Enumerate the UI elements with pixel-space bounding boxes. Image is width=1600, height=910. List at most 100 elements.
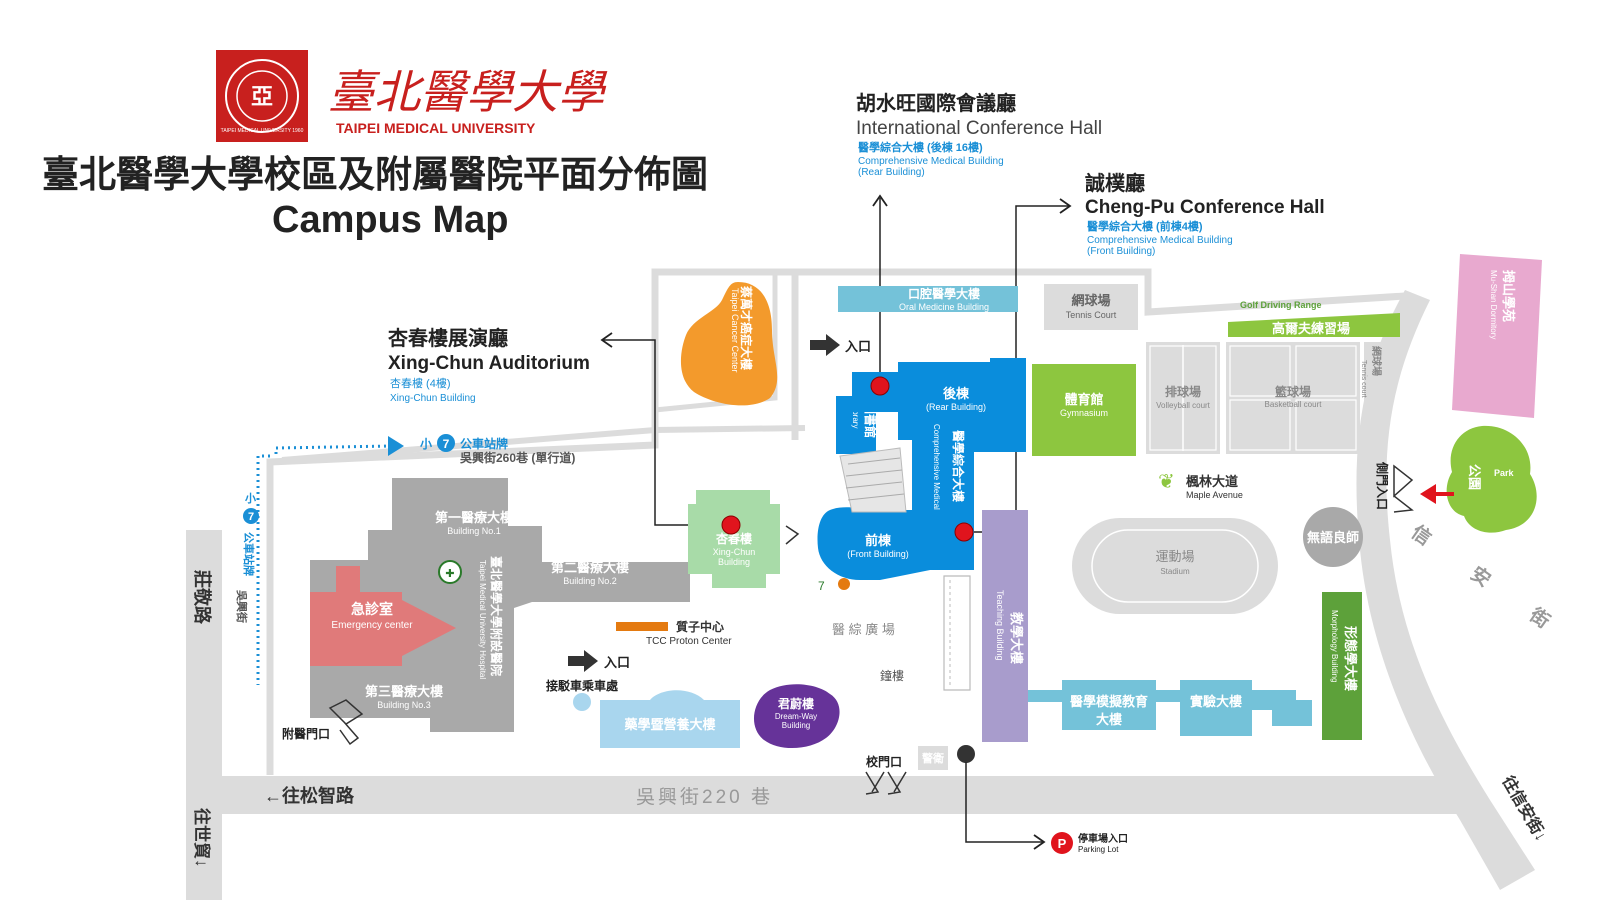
bus-stop-vertical[interactable]: 小 7 公車站牌 吳興街	[235, 454, 270, 685]
tennis-north-en: Tennis Court	[1066, 310, 1117, 320]
silent-mentors[interactable]: 無語良師	[1303, 507, 1363, 567]
xingchun-building[interactable]: 杏春樓 Xing-Chun Building	[688, 490, 800, 588]
lane-260-label: 吳興街260巷 (單行道)	[459, 450, 575, 465]
emergency-center[interactable]: 急診室 Emergency center	[310, 566, 456, 666]
amphi-step-2	[845, 469, 903, 477]
dream-label-en2: Building	[782, 721, 810, 730]
dream-shape	[753, 684, 840, 749]
pharm-shape	[600, 690, 740, 748]
pharm-label-zh: 藥學暨營養大樓	[623, 717, 715, 732]
callout-international-hall[interactable]: 胡水旺國際會議廳 International Conference Hall 醫…	[856, 91, 1102, 385]
b2-label-en: Building No.2	[563, 576, 617, 586]
school-gate-icon	[865, 771, 907, 795]
entrance-north[interactable]: 入口	[810, 334, 871, 356]
stadium-label-zh: 運動場	[1155, 549, 1194, 564]
park-shape	[1446, 425, 1537, 533]
university-seal-icon	[216, 50, 308, 142]
callout-xingchun-auditorium[interactable]: 杏春樓展演廳 Xing-Chun Auditorium 杏春樓 (4樓) Xin…	[387, 326, 731, 526]
wuxing-220-label: 吳興街220 巷	[636, 786, 773, 808]
guard-label: 警衛	[921, 751, 944, 765]
logo-chinese-wordmark: 臺北醫學大學	[328, 65, 608, 119]
page-title-en: Campus Map	[272, 199, 508, 241]
lab-annex-2	[1272, 700, 1312, 726]
hospital-emblem-glyph: ✚	[445, 568, 454, 580]
seal-ring	[225, 59, 299, 133]
xcb-door-icon	[785, 525, 800, 545]
school-gate-area[interactable]: 警衛 校門口 P 停車場入口 Parking Lot	[865, 745, 1128, 854]
b1-label-en: Building No.1	[447, 526, 501, 536]
xc-sub-zh: 杏春樓 (4樓)	[390, 376, 451, 390]
bus-v-small: 小	[244, 491, 256, 505]
tennis-east-zh: 網球場	[1370, 346, 1383, 376]
oral-medicine-building[interactable]: 口腔醫學大樓 Oral Medicine Building	[838, 286, 1018, 312]
oral-building-shape	[838, 286, 1018, 312]
stadium[interactable]: 運動場 Stadium	[1072, 518, 1278, 614]
seal-emblem: 亞	[251, 84, 273, 109]
golf-driving-range[interactable]: Golf Driving Range 高爾夫練習場	[1228, 300, 1400, 337]
tennis-court-north[interactable]: 網球場 Tennis Court	[1044, 284, 1138, 330]
ich-sub-en1: Comprehensive Medical Building	[858, 156, 1004, 167]
cancer-center[interactable]: 蔡萬才癌症大樓 Taipei Cancer Center	[680, 282, 778, 406]
lab-label-zh: 實驗大樓	[1190, 694, 1242, 709]
bus-number-icon	[437, 434, 455, 452]
basketball-quad-2	[1295, 345, 1357, 397]
hospital-complex[interactable]: 第一醫療大樓 Building No.1 第二醫療大樓 Building No.…	[310, 478, 690, 732]
tennis-north-shape	[1044, 284, 1138, 330]
basketball-quad-1	[1229, 345, 1291, 397]
mushan-dormitory[interactable]: 拇山學苑 Mu-Shan Dormitory	[1452, 254, 1542, 418]
cp-sub-en1: Comprehensive Medical Building	[1087, 235, 1233, 246]
pharmacy-building[interactable]: 藥學暨營養大樓	[600, 690, 740, 748]
park[interactable]: 公園 Park	[1446, 425, 1537, 533]
teaching-building[interactable]: 教學大樓 Teaching Building	[982, 510, 1028, 742]
gymnasium[interactable]: 體育館 Gymnasium	[1032, 364, 1136, 456]
bus-number: 7	[443, 437, 450, 451]
cp-title-zh: 誠樸廳	[1085, 171, 1145, 195]
bus-stop-horizontal[interactable]: 小 7 公車站牌 吳興街260巷 (單行道)	[274, 434, 575, 465]
entrance-south[interactable]: 入口 接駁車乘車處	[546, 650, 630, 711]
medical-plaza: 醫 綜 廣 場 鐘樓 7	[818, 575, 971, 691]
parking-label-en: Parking Lot	[1078, 845, 1119, 854]
xcb-label-zh: 杏春樓	[715, 531, 752, 546]
volleyball-label-zh: 排球場	[1165, 384, 1201, 399]
maple-label-zh: 楓林大道	[1186, 474, 1238, 489]
xinan-street-label: 信 安 街	[1407, 520, 1574, 646]
ich-arrow-icon	[872, 194, 888, 207]
cp-location-marker[interactable]	[954, 522, 974, 542]
dreamway-building[interactable]: 君蔚樓 Dream-Way Building	[753, 684, 840, 749]
shuttle-stop-marker	[573, 693, 591, 711]
hospital-gate[interactable]: 附醫門口	[282, 699, 364, 746]
side-gate[interactable]: 側門入口	[1375, 461, 1454, 513]
parking-label-zh: 停車場入口	[1078, 832, 1128, 845]
teach-shape	[982, 510, 1028, 742]
bell-tower-walkway	[943, 575, 971, 691]
hospital-label-en: Taipei Medical University Hospital	[478, 560, 487, 679]
proton-center[interactable]: 質子中心 TCC Proton Center	[616, 619, 732, 647]
morph-label-en: Morphology Building	[1330, 610, 1339, 683]
maple-avenue[interactable]: ❦ 楓林大道 Maple Avenue	[1158, 471, 1243, 500]
comprehensive-medical-building[interactable]: 圖書館 Library 後棟 (Rear Building) 醫學綜合大樓 Co…	[817, 358, 1027, 580]
bus-route-h	[274, 444, 393, 454]
sports-courts[interactable]: 排球場 Volleyball court 籃球場 Basketball cour…	[1146, 342, 1386, 454]
library-label-en: Library	[851, 404, 860, 428]
park-label-en: Park	[1494, 468, 1515, 478]
ich-location-marker[interactable]	[870, 376, 890, 396]
b3-label-zh: 第三醫療大樓	[365, 684, 443, 699]
teach-label-en: Teaching Building	[995, 590, 1005, 661]
zhuangjing-road	[186, 530, 222, 900]
side-gate-label: 側門入口	[1375, 461, 1390, 510]
proton-shape	[616, 622, 668, 631]
callout-chengpu-hall[interactable]: 誠樸廳 Cheng-Pu Conference Hall 醫學綜合大樓 (前棟4…	[964, 171, 1325, 533]
sim-lab-buildings[interactable]: 醫學模擬教育 大樓 實驗大樓	[1028, 680, 1312, 736]
xc-title-zh: 杏春樓展演廳	[387, 326, 508, 350]
seal-inner-ring	[236, 70, 288, 122]
zhuangjing-road-label: 莊敬路	[192, 570, 213, 625]
parking-leader-line	[965, 762, 1044, 843]
er-label-en: Emergency center	[331, 620, 413, 631]
shimao-label: 往世貿↓	[192, 808, 212, 868]
xc-arrow-icon	[600, 332, 613, 348]
cmb-label-en: Comprehensive Medical Building	[932, 424, 941, 541]
morphology-building[interactable]: 形態學大樓 Morphology Building	[1322, 592, 1362, 740]
dream-label-zh: 君蔚樓	[777, 696, 814, 711]
rear-label-zh: 後棟	[943, 386, 970, 401]
xc-location-marker[interactable]	[721, 515, 741, 535]
